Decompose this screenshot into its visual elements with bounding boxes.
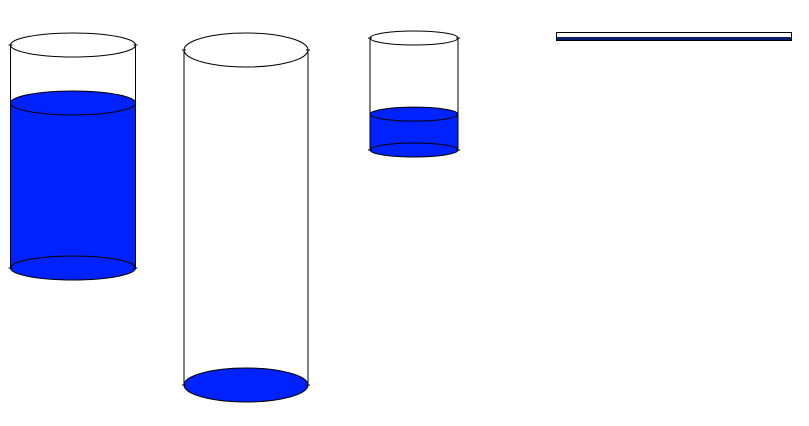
progress-bar-fill — [557, 37, 791, 40]
cylinder-1 — [8, 32, 138, 281]
cylinder-2-rim — [183, 32, 309, 68]
progress-bar — [556, 32, 792, 41]
cylinder-1-water-surface — [10, 90, 136, 116]
cylinder-3-water-surface — [369, 106, 459, 122]
cylinders-group — [8, 30, 460, 403]
cylinder-3-rim — [369, 30, 459, 46]
cylinder-3 — [368, 30, 460, 158]
cylinder-1-water — [10, 102, 136, 268]
progress-bar-frame — [556, 32, 792, 41]
cylinder-2-base — [183, 367, 309, 403]
cylinder-1-base — [10, 255, 136, 281]
cylinder-2 — [182, 32, 310, 403]
cylinder-3-base — [369, 142, 459, 158]
cylinder-1-rim — [10, 32, 136, 58]
